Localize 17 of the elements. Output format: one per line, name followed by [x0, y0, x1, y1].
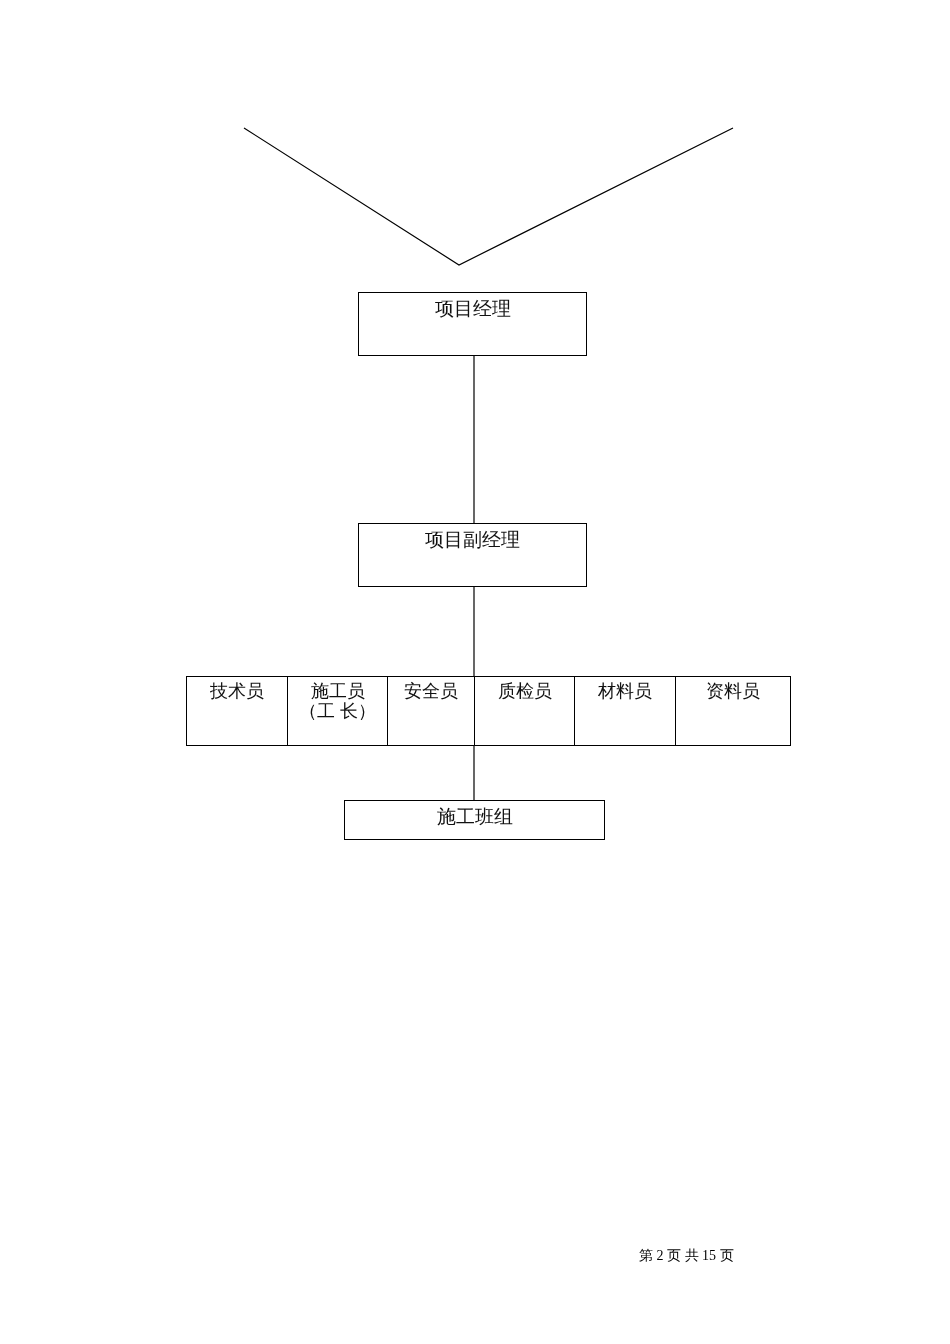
- connector-line: [473, 355, 475, 524]
- org-box: [358, 523, 587, 587]
- node-label: 材料员: [598, 681, 652, 701]
- page-number: 第 2 页 共 15 页: [639, 1247, 734, 1265]
- node-label: 项目副经理: [425, 529, 520, 551]
- node-label: 施工班组: [436, 806, 513, 828]
- connector-line: [473, 586, 475, 677]
- node-label: 技术员: [210, 681, 264, 701]
- node-label: 施工员: [310, 681, 365, 701]
- org-box: [358, 292, 587, 356]
- node-label: 安全员: [404, 681, 458, 701]
- node-label: （工 长）: [299, 701, 376, 721]
- node-label: 项目经理: [434, 298, 511, 320]
- connector-line: [473, 745, 475, 801]
- node-label: 质检员: [497, 681, 552, 701]
- org-box: [344, 800, 605, 840]
- node-label: 资料员: [706, 681, 760, 701]
